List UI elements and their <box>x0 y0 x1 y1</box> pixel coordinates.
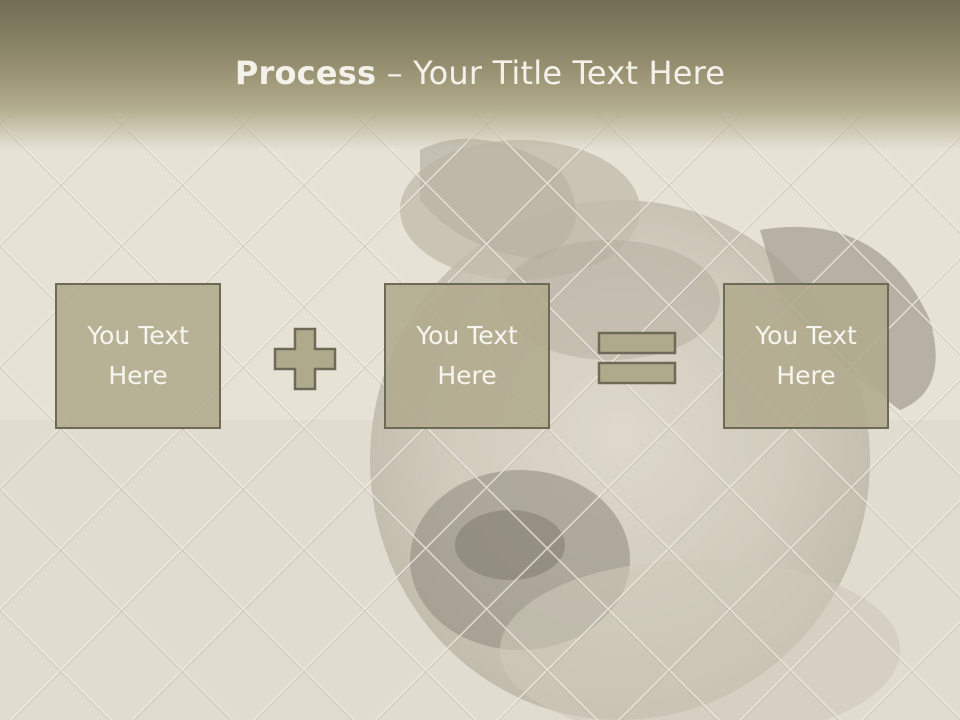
process-box-2-label: You Text Here <box>416 321 518 390</box>
slide-title: Process – Your Title Text Here <box>0 54 960 92</box>
process-box-1-label: You Text Here <box>87 321 189 390</box>
process-box-3[interactable]: You Text Here <box>723 283 889 429</box>
process-box-3-label: You Text Here <box>755 321 857 390</box>
title-bar <box>0 0 960 150</box>
process-box-2[interactable]: You Text Here <box>384 283 550 429</box>
plus-icon <box>273 327 337 391</box>
title-bold-part: Process <box>234 54 377 92</box>
title-rest-part: – Your Title Text Here <box>376 54 726 92</box>
equals-icon <box>597 331 677 385</box>
process-box-1[interactable]: You Text Here <box>55 283 221 429</box>
